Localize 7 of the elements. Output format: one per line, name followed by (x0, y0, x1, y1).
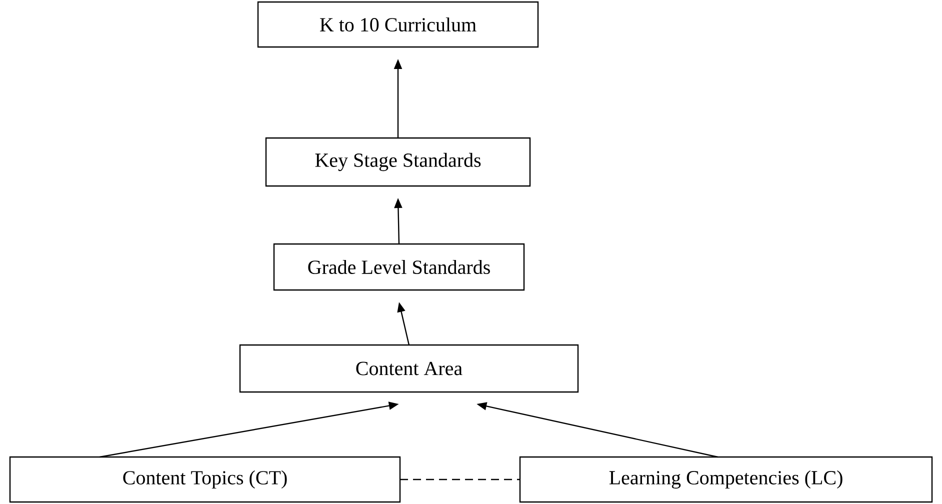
text-box: Key Stage Standards (265, 137, 531, 187)
text-box: Grade Level Standards (273, 243, 525, 291)
text-box: Learning Competencies (LC) (519, 456, 933, 503)
text-box: Content Area (239, 344, 579, 393)
dashed-line (400, 478, 520, 480)
text-box: K to 10 Curriculum (257, 1, 539, 48)
text-box: Content Topics (CT) (9, 456, 401, 503)
